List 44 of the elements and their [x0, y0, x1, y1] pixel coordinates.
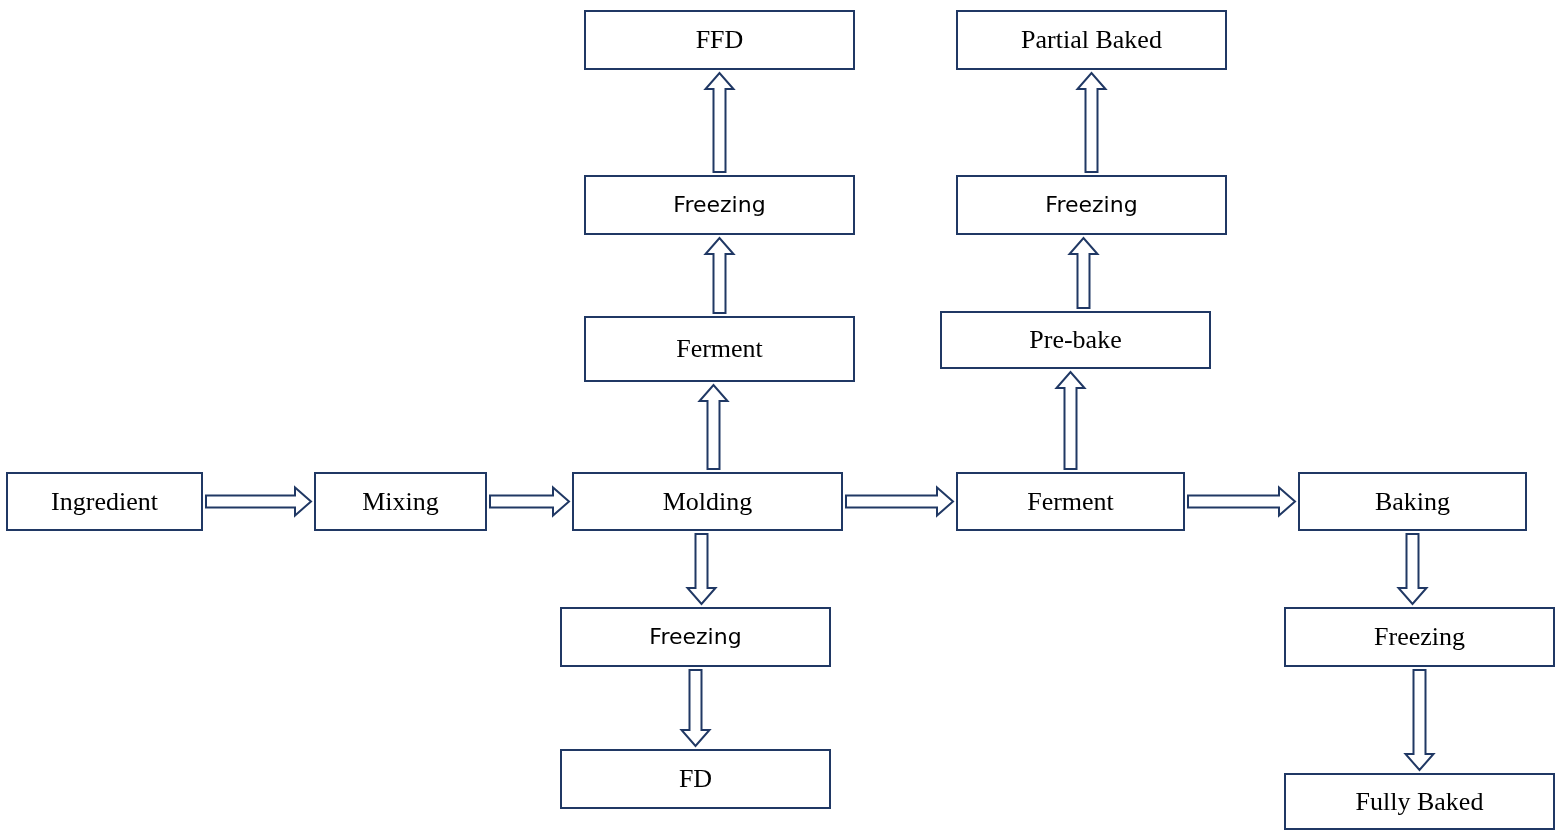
step-label: Partial Baked	[1021, 25, 1162, 55]
process-box	[956, 10, 1227, 70]
process-box	[1284, 607, 1555, 667]
process-box	[6, 472, 203, 531]
block-arrow	[703, 236, 736, 314]
block-arrow	[685, 533, 718, 606]
step-label: Fully Baked	[1355, 786, 1484, 817]
block-arrow	[845, 485, 955, 518]
block-arrow	[1075, 71, 1108, 173]
block-arrow	[697, 383, 730, 470]
step-label: Pre-bake	[1029, 325, 1122, 355]
step-label: Ferment	[1027, 486, 1114, 517]
process-box	[584, 316, 855, 382]
step-label: FD	[678, 764, 713, 794]
process-box	[1298, 472, 1527, 531]
block-arrow	[1403, 669, 1436, 772]
block-arrow	[489, 485, 571, 518]
process-box	[956, 175, 1227, 235]
process-box	[584, 175, 855, 235]
process-box	[956, 472, 1185, 531]
block-arrow	[1067, 236, 1100, 309]
process-box	[560, 607, 831, 667]
process-box	[584, 10, 855, 70]
step-label: Mixing	[362, 486, 439, 517]
step-label: Molding	[662, 486, 753, 517]
step-label: Ferment	[676, 334, 763, 364]
block-arrow	[1396, 533, 1429, 606]
block-arrow	[1054, 370, 1087, 470]
step-label: Freezing	[1374, 622, 1465, 652]
step-label: Freezing	[649, 624, 742, 650]
block-arrow	[205, 485, 313, 518]
step-label: Ingredient	[51, 486, 158, 517]
step-label: Baking	[1374, 486, 1451, 517]
block-arrow	[703, 71, 736, 173]
step-label: Freezing	[1045, 192, 1138, 218]
process-box	[560, 749, 831, 809]
process-box	[940, 311, 1211, 369]
step-label: Freezing	[673, 192, 766, 218]
block-arrow	[679, 669, 712, 748]
process-box	[572, 472, 843, 531]
process-box	[314, 472, 487, 531]
process-box	[1284, 773, 1555, 830]
block-arrow	[1187, 485, 1297, 518]
step-label: FFD	[695, 25, 744, 55]
